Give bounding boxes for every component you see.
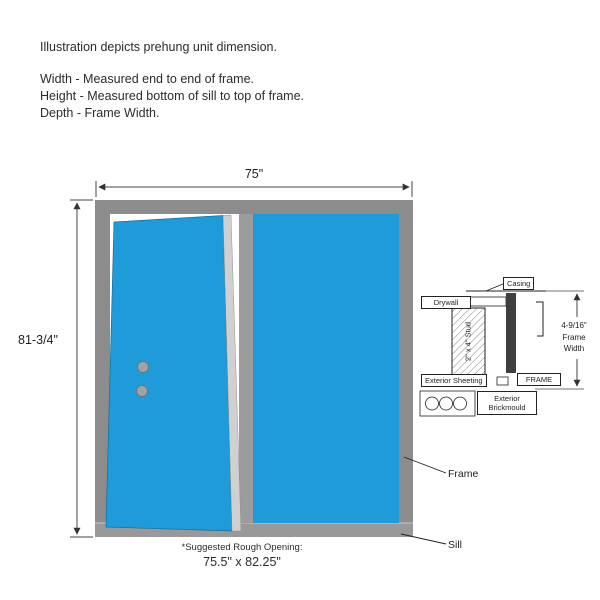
- brickmould-circle: [439, 396, 453, 411]
- exterior-sheeting-label: Exterior Sheeting: [421, 374, 487, 387]
- header-width-definition: Width - Measured end to end of frame.: [40, 72, 254, 86]
- open-door-panel: [105, 215, 233, 532]
- frame-callout-label: Frame: [448, 468, 479, 480]
- door-edge: [222, 214, 242, 532]
- frame-width-value: 4-9/16": [561, 321, 587, 330]
- height-dimension-label: 81-3/4": [18, 333, 58, 347]
- frame-callout-leader: [403, 456, 447, 474]
- sheeting-strip: [496, 376, 509, 386]
- sill-callout-label: Sill: [448, 539, 463, 551]
- casing-leader: [485, 283, 504, 292]
- brickmould-circle: [425, 396, 439, 411]
- deadbolt-dot: [137, 361, 149, 373]
- frame-jamb-section: [506, 293, 516, 373]
- header-height-definition: Height - Measured bottom of sill to top …: [40, 89, 305, 103]
- drywall-strip: [467, 296, 507, 307]
- sill-callout-leader: [400, 533, 447, 545]
- casing-label: Casing: [503, 277, 535, 290]
- rough-opening-caption: *Suggested Rough Opening:: [181, 542, 303, 553]
- brickmould-label-line1: Exterior: [494, 394, 520, 403]
- door-stop-profile: [536, 301, 544, 337]
- fixed-panel: [253, 214, 399, 523]
- drywall-label: Drywall: [421, 296, 471, 309]
- rough-opening-value: 75.5" x 82.25": [203, 555, 281, 569]
- width-dimension-label: 75": [244, 167, 264, 181]
- brickmould-label: Exterior Brickmould: [477, 391, 537, 415]
- brickmould-circle: [453, 396, 467, 411]
- header-depth-definition: Depth - Frame Width.: [40, 106, 160, 120]
- frame-section-label: FRAME: [517, 373, 561, 386]
- handle-dot: [136, 385, 148, 397]
- brickmould-label-line2: Brickmould: [488, 403, 526, 412]
- header-title: Illustration depicts prehung unit dimens…: [40, 40, 277, 54]
- mullion: [239, 214, 253, 523]
- frame-width-word1: Frame: [562, 333, 586, 342]
- frame-width-word2: Width: [563, 344, 585, 353]
